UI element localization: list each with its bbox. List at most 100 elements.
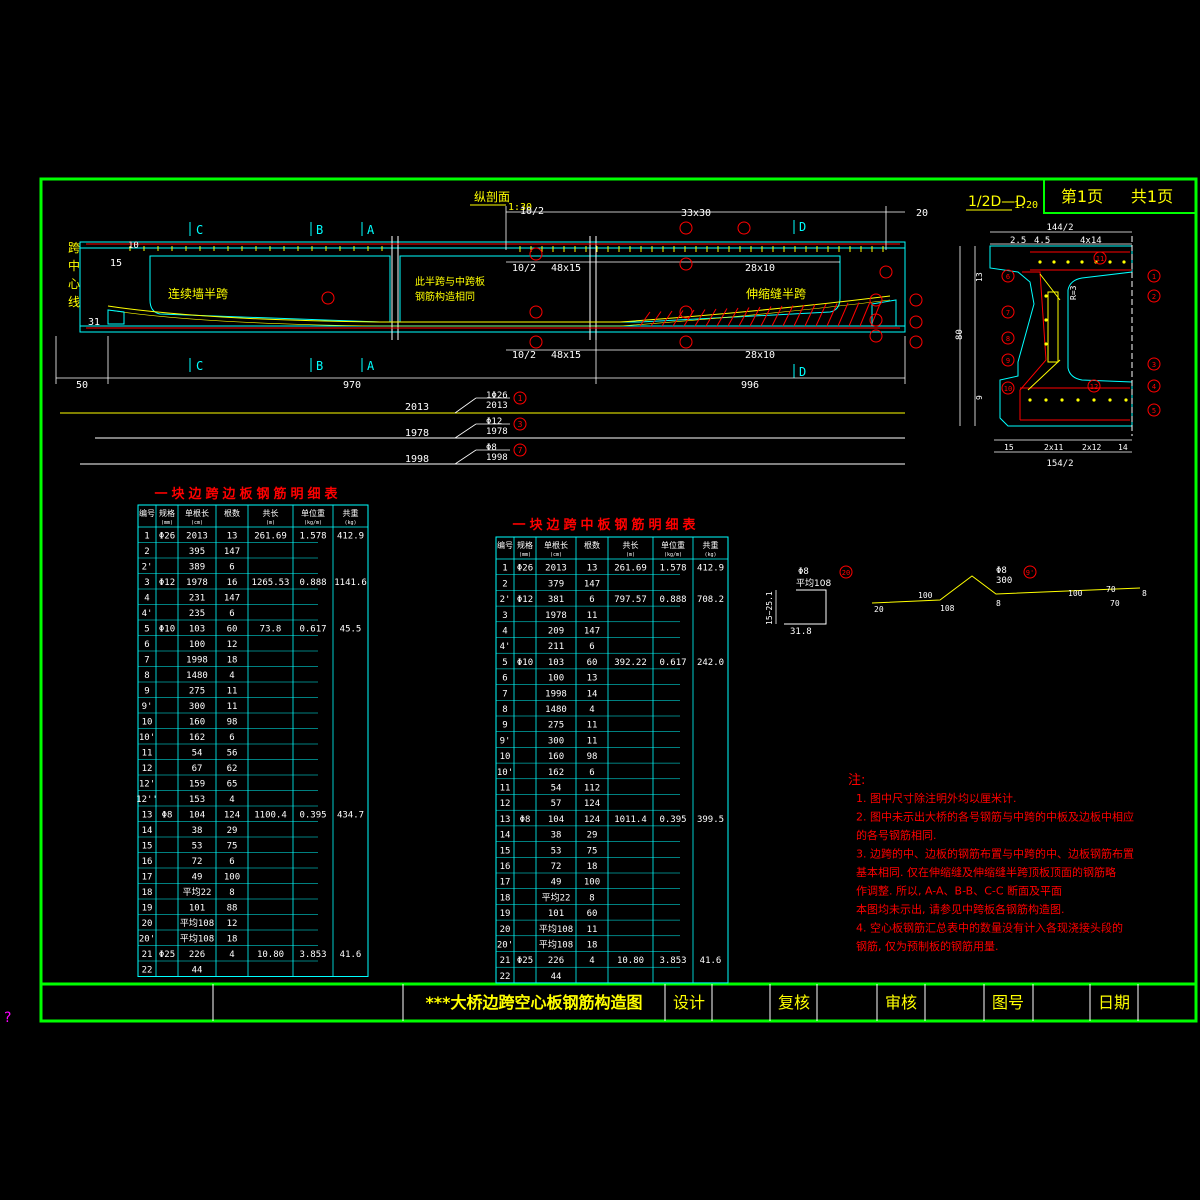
- table-cell: 6: [229, 563, 234, 573]
- section-dim-b3: 2x12: [1082, 443, 1101, 452]
- table-cell: 6: [229, 857, 234, 867]
- table-cell: 104: [189, 811, 205, 821]
- detail-bar-9prime: Φ8 300 9' 20 100 108 8 100 70 70 8: [871, 565, 1147, 614]
- table-mid-title: 一块边跨中板钢筋明细表: [512, 517, 699, 533]
- table-mid-board: 一块边跨中板钢筋明细表 编号规格单根长根数共长单位重共重(mm)(cm)(m)(…: [495, 517, 729, 984]
- section-mark-c-bottom: C: [196, 359, 203, 373]
- note-line: 1. 图中尺寸除注明外均以厘米计.: [856, 791, 1017, 805]
- section-mark-b-top: B: [316, 223, 323, 237]
- table-cell: 19: [142, 904, 153, 914]
- elevation-view: 纵剖面 1:30 跨 中 心 线 C B A: [55, 190, 928, 391]
- section-callout: 7: [1001, 305, 1015, 319]
- dim-top-c: 28x10: [745, 263, 775, 274]
- dim-top-a: 10/2: [512, 263, 536, 274]
- svg-text:6: 6: [1006, 273, 1010, 281]
- table-cell: 9': [142, 702, 153, 712]
- svg-text:2: 2: [1152, 293, 1156, 301]
- elevation-callout: [679, 335, 693, 349]
- table-cell: 235: [189, 609, 205, 619]
- section-dim-height: 80: [955, 329, 965, 340]
- table-cell: 18: [587, 862, 598, 872]
- table-cell: 16: [142, 857, 153, 867]
- drawing-title: ***大桥边跨空心板钢筋构造图: [425, 993, 642, 1012]
- table-cell: 153: [189, 795, 205, 805]
- table-cell: 13: [587, 674, 598, 684]
- section-callout: 3: [1147, 357, 1161, 371]
- table-cell: 261.69: [254, 532, 287, 542]
- bar-7-id: 7: [518, 446, 523, 455]
- table-header: 共重: [343, 508, 359, 518]
- elevation-title: 纵剖面: [474, 190, 510, 204]
- bar-7-length: 1998: [405, 454, 429, 465]
- table-cell: 11: [587, 736, 598, 746]
- table-cell: 11: [227, 687, 238, 697]
- notes-title: 注:: [848, 773, 865, 788]
- svg-text:12: 12: [1090, 383, 1098, 391]
- note-line: 作调整. 所以, A-A、B-B、C-C 断面及平面: [856, 884, 1062, 898]
- table-cell: 2': [500, 595, 511, 605]
- table-cell: 54: [192, 749, 203, 759]
- bar-3-sub: 1978: [486, 427, 508, 437]
- table-cell: 12: [227, 640, 238, 650]
- table-cell: 4': [500, 642, 511, 652]
- table-subheader: (mm): [161, 520, 173, 526]
- table-cell: 100: [224, 873, 240, 883]
- elevation-callout: [879, 265, 893, 279]
- section-mark-c-top: C: [196, 223, 203, 237]
- section-callout: 1: [1147, 269, 1161, 283]
- table-cell: 4: [502, 627, 507, 637]
- table-cell: 0.395: [299, 811, 326, 821]
- detail-b-spec: Φ8: [996, 566, 1007, 576]
- table-cell: 20: [142, 919, 153, 929]
- table-cell: 100: [548, 674, 564, 684]
- table-cell: 4: [589, 705, 594, 715]
- table-cell: 9': [500, 736, 511, 746]
- table-cell: 10.80: [617, 956, 644, 966]
- table-cell: 29: [587, 831, 598, 841]
- section-callout: 5: [1147, 403, 1161, 417]
- dim-bot-c: 28x10: [745, 350, 775, 361]
- table-cell: 6: [144, 640, 149, 650]
- table-cell: 6: [589, 595, 594, 605]
- section-dim-top3: 4.5: [1034, 236, 1050, 246]
- table-cell: Φ25: [517, 956, 533, 966]
- table-cell: 211: [548, 642, 564, 652]
- table-cell: 22: [500, 972, 511, 982]
- section-callout: 12: [1087, 379, 1101, 393]
- section-dim-h1: 13: [975, 272, 984, 282]
- note-line: 基本相同. 仅在伸缩缝及伸缩缝半跨顶板顶面的钢筋略: [856, 865, 1116, 879]
- tb-date: 日期: [1098, 993, 1130, 1012]
- table-cell: 12': [139, 780, 155, 790]
- table-cell: 14: [500, 831, 511, 841]
- table-cell: 2: [502, 579, 507, 589]
- dim-bot-a: 10/2: [512, 350, 536, 361]
- section-dim-top4: 4x14: [1080, 236, 1102, 246]
- table-cell: 104: [548, 815, 564, 825]
- table-header: 编号: [497, 540, 513, 550]
- table-cell: 242.0: [697, 658, 724, 668]
- table-cell: 1141.6: [334, 578, 367, 588]
- table-cell: 平均22: [542, 891, 571, 903]
- table-cell: 15: [142, 842, 153, 852]
- label-note-line-1: 此半跨与中跨板: [415, 275, 485, 288]
- table-cell: 11: [500, 784, 511, 794]
- table-subheader: (cm): [550, 552, 562, 558]
- table-header: 规格: [159, 508, 175, 518]
- table-cell: 60: [587, 909, 598, 919]
- table-cell: 4: [144, 594, 149, 604]
- table-cell: 1.578: [299, 532, 326, 542]
